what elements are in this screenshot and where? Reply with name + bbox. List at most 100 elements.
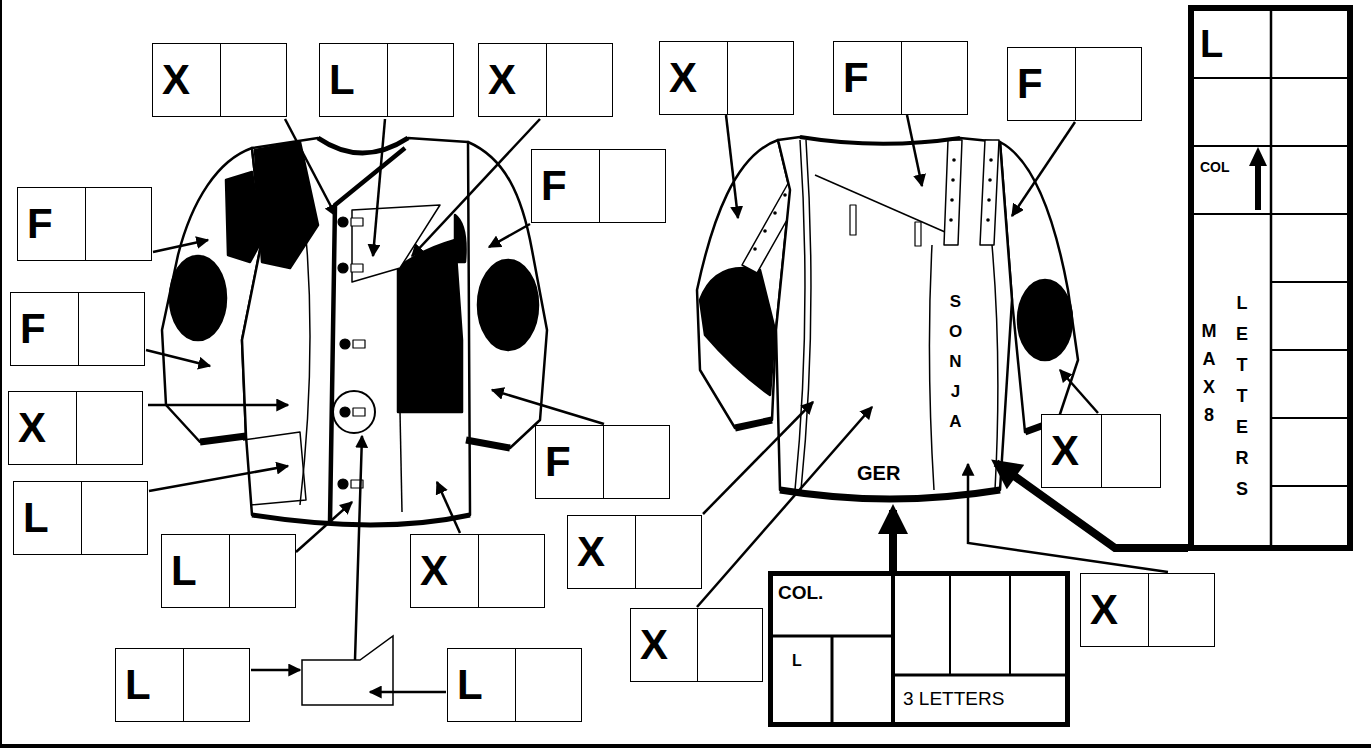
- back-jacket: [1018, 280, 1072, 360]
- zone-letter: L: [171, 550, 197, 592]
- zone-letter: X: [1090, 589, 1118, 631]
- leader-lines: [1060, 370, 1098, 413]
- strap-holes: [987, 198, 991, 202]
- color-tag: COL.: [778, 583, 823, 602]
- zone-box: L: [115, 648, 250, 722]
- strap-holes: [949, 218, 953, 222]
- strap-holes: [773, 211, 777, 215]
- zone-box: F: [833, 41, 968, 115]
- leader-lines: [373, 119, 385, 256]
- grid-line: [1271, 349, 1353, 351]
- pointer-arrows: [889, 510, 897, 571]
- empty-cell: [387, 44, 454, 116]
- empty-cell: [78, 293, 145, 365]
- front-jacket: [455, 215, 466, 262]
- zone-box: X: [630, 608, 763, 682]
- strap-holes: [952, 158, 956, 162]
- grid-line: [891, 571, 895, 727]
- front-jacket: [478, 260, 538, 350]
- zone-letter: F: [20, 308, 46, 350]
- zone-letter: X: [669, 57, 697, 99]
- grid-line: [1009, 571, 1011, 675]
- empty-cell: [635, 516, 702, 588]
- empty-cell: [599, 150, 666, 222]
- back-jacket: [980, 140, 999, 245]
- front-jacket: [330, 148, 405, 522]
- zone-letter: X: [1051, 430, 1079, 472]
- grid-line: [1255, 163, 1261, 210]
- grid-line: [1271, 213, 1353, 215]
- zone-box: L: [447, 648, 582, 722]
- frame: [0, 0, 2, 748]
- strap-holes: [753, 247, 757, 251]
- empty-cell: [727, 42, 794, 114]
- zone-letter: F: [541, 165, 567, 207]
- front-jacket: [466, 440, 510, 448]
- strap-holes: [989, 158, 993, 162]
- box-border: [771, 574, 1068, 725]
- empty-cell: [478, 535, 545, 607]
- zone-box: X: [8, 391, 143, 465]
- zone-box: F: [531, 149, 666, 223]
- back-jacket: [801, 140, 811, 490]
- buttons: [340, 407, 350, 417]
- leader-lines: [285, 119, 336, 216]
- grid-line: [893, 674, 1070, 677]
- buttons: [338, 217, 348, 227]
- back-jacket: [697, 140, 790, 428]
- empty-cell: [85, 188, 152, 260]
- front-jacket: [333, 391, 375, 433]
- back-jacket: [776, 137, 1012, 499]
- front-jacket: [400, 412, 402, 512]
- zone-letter: F: [27, 203, 53, 245]
- zone-box: F: [17, 187, 152, 261]
- zone-letter: X: [640, 624, 668, 666]
- leader-lines: [296, 502, 352, 552]
- front-jacket: [352, 205, 440, 282]
- front-jacket: [318, 138, 408, 153]
- empty-cell: [697, 609, 763, 681]
- zone-box: F: [1007, 47, 1142, 121]
- zone-letter: F: [1017, 63, 1043, 105]
- zone-letter: L: [125, 664, 151, 706]
- zone-letter: X: [577, 531, 605, 573]
- zone-box: L: [13, 481, 148, 555]
- zone-box: X: [567, 515, 702, 589]
- grid-line: [1271, 145, 1353, 147]
- grid-line: [831, 636, 834, 727]
- front-jacket: [252, 515, 470, 525]
- buttons: [338, 263, 348, 273]
- leader-lines: [437, 482, 460, 533]
- grid-line: [1271, 281, 1353, 283]
- letters-note: 3 LETTERS: [903, 689, 1004, 708]
- front-jacket: [170, 256, 226, 340]
- leader-lines: [1012, 122, 1075, 216]
- back-jacket: [815, 175, 945, 232]
- country-print: GER: [857, 463, 900, 483]
- buttons: [353, 340, 365, 348]
- max-note: MAX 8: [1200, 317, 1218, 429]
- empty-cell: [81, 482, 148, 554]
- empty-cell: [546, 44, 613, 116]
- country-code-box: COL.L3 LETTERS: [768, 571, 1070, 727]
- strap-holes: [763, 229, 767, 233]
- zone-letter: X: [162, 59, 190, 101]
- zone-box: X: [1041, 414, 1161, 488]
- leader-lines: [148, 404, 288, 407]
- zone-box: X: [478, 43, 613, 117]
- leader-lines: [907, 115, 922, 186]
- name-panel: LCOLMAX 8LETTERS: [1188, 5, 1353, 551]
- zone-box: X: [152, 43, 287, 117]
- zone-box: X: [1080, 573, 1215, 647]
- empty-cell: [1075, 48, 1142, 120]
- back-jacket: [929, 245, 934, 490]
- name-print: SONJA: [947, 287, 964, 437]
- front-jacket: [398, 240, 462, 412]
- back-jacket: [795, 140, 805, 490]
- buttons: [351, 264, 363, 272]
- frame: [0, 744, 1371, 748]
- leader-lines: [149, 466, 288, 491]
- leader-lines: [492, 390, 604, 424]
- leader-lines: [251, 669, 300, 672]
